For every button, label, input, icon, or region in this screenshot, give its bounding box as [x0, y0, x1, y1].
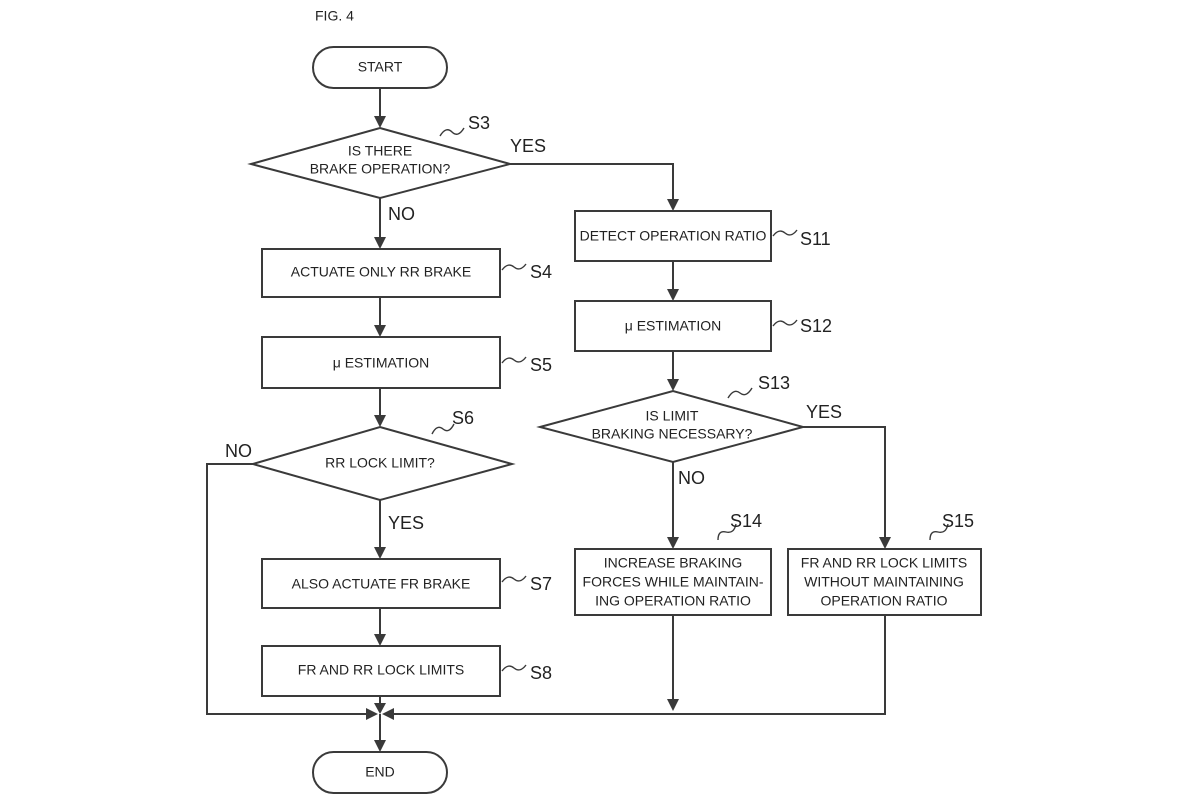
step-label-s8: S8 — [530, 663, 552, 683]
s14-process: INCREASE BRAKING FORCES WHILE MAINTAIN- … — [574, 548, 772, 616]
s11-process: DETECT OPERATION RATIO — [574, 210, 772, 262]
branch-label-s13-no: NO — [678, 468, 705, 488]
s7-text: ALSO ACTUATE FR BRAKE — [292, 576, 471, 592]
branch-label-s3-yes: YES — [510, 136, 546, 156]
start-shape — [312, 46, 448, 89]
leader-s6 — [431, 423, 455, 435]
arrowhead-s11-s12 — [667, 289, 679, 301]
s8-box — [261, 645, 501, 697]
arrowhead-s5-s6 — [374, 415, 386, 427]
arrowhead-s13-s15 — [879, 537, 891, 549]
leader-s3 — [439, 127, 465, 137]
step-label-s6: S6 — [452, 408, 474, 428]
step-label-s12: S12 — [800, 316, 832, 336]
s6-text: RR LOCK LIMIT? — [325, 455, 435, 471]
s13-text-line2: BRAKING NECESSARY? — [592, 426, 753, 442]
s14-text-line3: ING OPERATION RATIO — [595, 593, 751, 609]
branch-label-s6-yes: YES — [388, 513, 424, 533]
s14-text-line1: INCREASE BRAKING — [604, 555, 742, 571]
leader-s8 — [501, 664, 527, 672]
s8-text: FR AND RR LOCK LIMITS — [298, 662, 464, 678]
start-text: START — [358, 59, 403, 75]
arrowhead-s3-s4 — [374, 237, 386, 249]
step-leaders — [431, 127, 949, 672]
leader-s5 — [501, 356, 527, 364]
step-labels: S3 S4 S5 S6 S7 S8 S11 S12 S13 S14 S15 — [452, 113, 974, 683]
s5-text: μ ESTIMATION — [333, 355, 429, 371]
arrowhead-s6-s7 — [374, 547, 386, 559]
leader-s11 — [772, 229, 798, 237]
connector-s15-merge — [394, 615, 886, 715]
leader-s13 — [727, 387, 753, 399]
s13-decision: IS LIMIT BRAKING NECESSARY? — [536, 389, 807, 464]
leader-s12 — [772, 319, 798, 327]
s12-text: μ ESTIMATION — [625, 318, 721, 334]
step-label-s3: S3 — [468, 113, 490, 133]
connector-s6-no-loop — [206, 463, 366, 715]
step-label-s5: S5 — [530, 355, 552, 375]
s8-process: FR AND RR LOCK LIMITS — [261, 645, 501, 697]
arrowhead-s3-s11 — [667, 199, 679, 211]
end-shape — [312, 751, 448, 794]
step-label-s15: S15 — [942, 511, 974, 531]
leader-s7 — [501, 575, 527, 583]
arrowhead-s15-merge — [382, 708, 394, 720]
s14-text-line2: FORCES WHILE MAINTAIN- — [583, 574, 764, 590]
s4-process: ACTUATE ONLY RR BRAKE — [261, 248, 501, 298]
arrowhead-s14-merge — [667, 699, 679, 711]
s15-box — [787, 548, 982, 616]
s15-text-line2: WITHOUT MAINTAINING — [804, 574, 964, 590]
arrowhead-s7-s8 — [374, 634, 386, 646]
s5-process: μ ESTIMATION — [261, 336, 501, 389]
s15-process: FR AND RR LOCK LIMITS WITHOUT MAINTAININ… — [787, 548, 982, 616]
s13-text-line1: IS LIMIT — [646, 408, 699, 424]
s13-diamond — [536, 389, 807, 464]
branch-label-s3-no: NO — [388, 204, 415, 224]
s11-box — [574, 210, 772, 262]
s7-box — [261, 558, 501, 609]
step-label-s13: S13 — [758, 373, 790, 393]
step-label-s7: S7 — [530, 574, 552, 594]
connector-s13-yes-s15 — [803, 426, 886, 538]
arrowhead-s4-s5 — [374, 325, 386, 337]
branch-labels: YES NO NO YES YES NO — [225, 136, 842, 533]
leader-s14 — [717, 523, 737, 541]
step-label-s11: S11 — [800, 229, 831, 249]
step-label-s4: S4 — [530, 262, 552, 282]
s6-decision: RR LOCK LIMIT? — [249, 425, 516, 502]
s4-box — [261, 248, 501, 298]
start-terminal: START — [312, 46, 448, 89]
end-terminal: END — [312, 751, 448, 794]
arrowhead-s13-s14 — [667, 537, 679, 549]
figure-label: FIG. 4 — [315, 8, 354, 24]
branch-label-s6-no: NO — [225, 441, 252, 461]
arrowhead-merge-end — [374, 740, 386, 752]
s14-box — [574, 548, 772, 616]
s4-text: ACTUATE ONLY RR BRAKE — [291, 264, 471, 280]
s7-process: ALSO ACTUATE FR BRAKE — [261, 558, 501, 609]
s12-box — [574, 300, 772, 352]
leader-s15 — [929, 523, 949, 541]
s3-diamond — [247, 126, 514, 200]
connectors — [206, 88, 891, 752]
s3-text-line2: BRAKE OPERATION? — [310, 161, 451, 177]
connector-s3-yes-s11 — [510, 163, 674, 200]
s6-diamond — [249, 425, 516, 502]
s11-text: DETECT OPERATION RATIO — [580, 228, 767, 244]
branch-label-s13-yes: YES — [806, 402, 842, 422]
arrowhead-s8-merge — [374, 703, 386, 714]
s5-box — [261, 336, 501, 389]
s12-process: μ ESTIMATION — [574, 300, 772, 352]
s3-text-line1: IS THERE — [348, 143, 412, 159]
arrowhead-start-s3 — [374, 116, 386, 128]
s15-text-line1: FR AND RR LOCK LIMITS — [801, 555, 967, 571]
s3-decision: IS THERE BRAKE OPERATION? — [247, 126, 514, 200]
end-text: END — [365, 764, 395, 780]
s15-text-line3: OPERATION RATIO — [820, 593, 947, 609]
leader-s4 — [501, 263, 527, 271]
arrowhead-s6-no-loop — [366, 708, 378, 720]
step-label-s14: S14 — [730, 511, 762, 531]
arrowhead-s12-s13 — [667, 379, 679, 391]
